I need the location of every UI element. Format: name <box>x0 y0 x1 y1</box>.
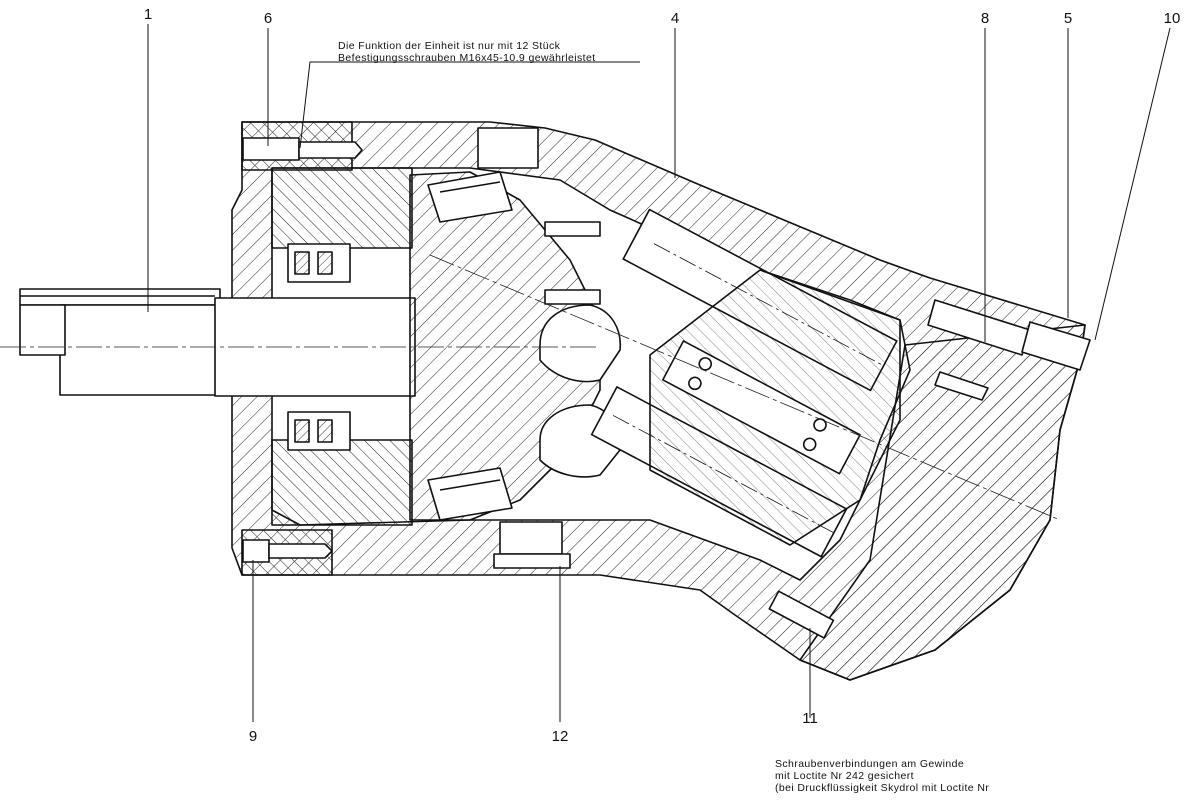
tapered-bearing-top <box>427 171 513 223</box>
callout-1: 1 <box>143 6 153 23</box>
callout-5: 5 <box>1063 10 1073 27</box>
callout-4: 4 <box>670 10 680 27</box>
mounting-note-line-1: Die Funktion der Einheit ist nur mit 12 … <box>338 40 561 52</box>
roller-bearing-bottom <box>287 411 351 451</box>
flange-screw-6 <box>242 137 300 161</box>
bearing-carrier-bottom <box>271 439 413 526</box>
top-plug <box>477 127 539 169</box>
center-pin <box>661 340 861 475</box>
callout-8: 8 <box>980 10 990 27</box>
flange-screw-9 <box>242 539 270 563</box>
loctite-note-line-3: (bei Druckflüssigkeit Skydrol mit Loctit… <box>775 782 990 794</box>
mounting-note-line-2: Befestigungsschrauben M16x45-10.9 gewähr… <box>338 52 596 64</box>
callout-10: 10 <box>1163 10 1181 27</box>
drain-plug-12 <box>499 521 563 555</box>
callout-6: 6 <box>263 10 273 27</box>
ball-joint-upper <box>539 304 622 383</box>
callout-11: 11 <box>802 710 818 727</box>
callout-9: 9 <box>248 728 258 745</box>
loctite-note-line-2: mit Loctite Nr 242 gesichert <box>775 770 915 782</box>
callout-12: 12 <box>551 728 569 745</box>
mounting-note: Die Funktion der Einheit ist nur mit 12 … <box>338 40 596 64</box>
leader-10 <box>1094 27 1171 341</box>
bearing-carrier-top <box>271 167 413 249</box>
end-screw-8 <box>934 371 989 401</box>
leader-note <box>299 61 330 149</box>
loctite-note-line-1: Schraubenverbindungen am Gewinde <box>775 758 965 770</box>
screw-11 <box>768 590 835 639</box>
roller-bearing-top <box>287 243 351 283</box>
end-screw-5 <box>927 299 1091 371</box>
drive-shaft <box>19 288 416 397</box>
loctite-note: Schraubenverbindungen am Gewinde mit Loc… <box>775 758 989 794</box>
